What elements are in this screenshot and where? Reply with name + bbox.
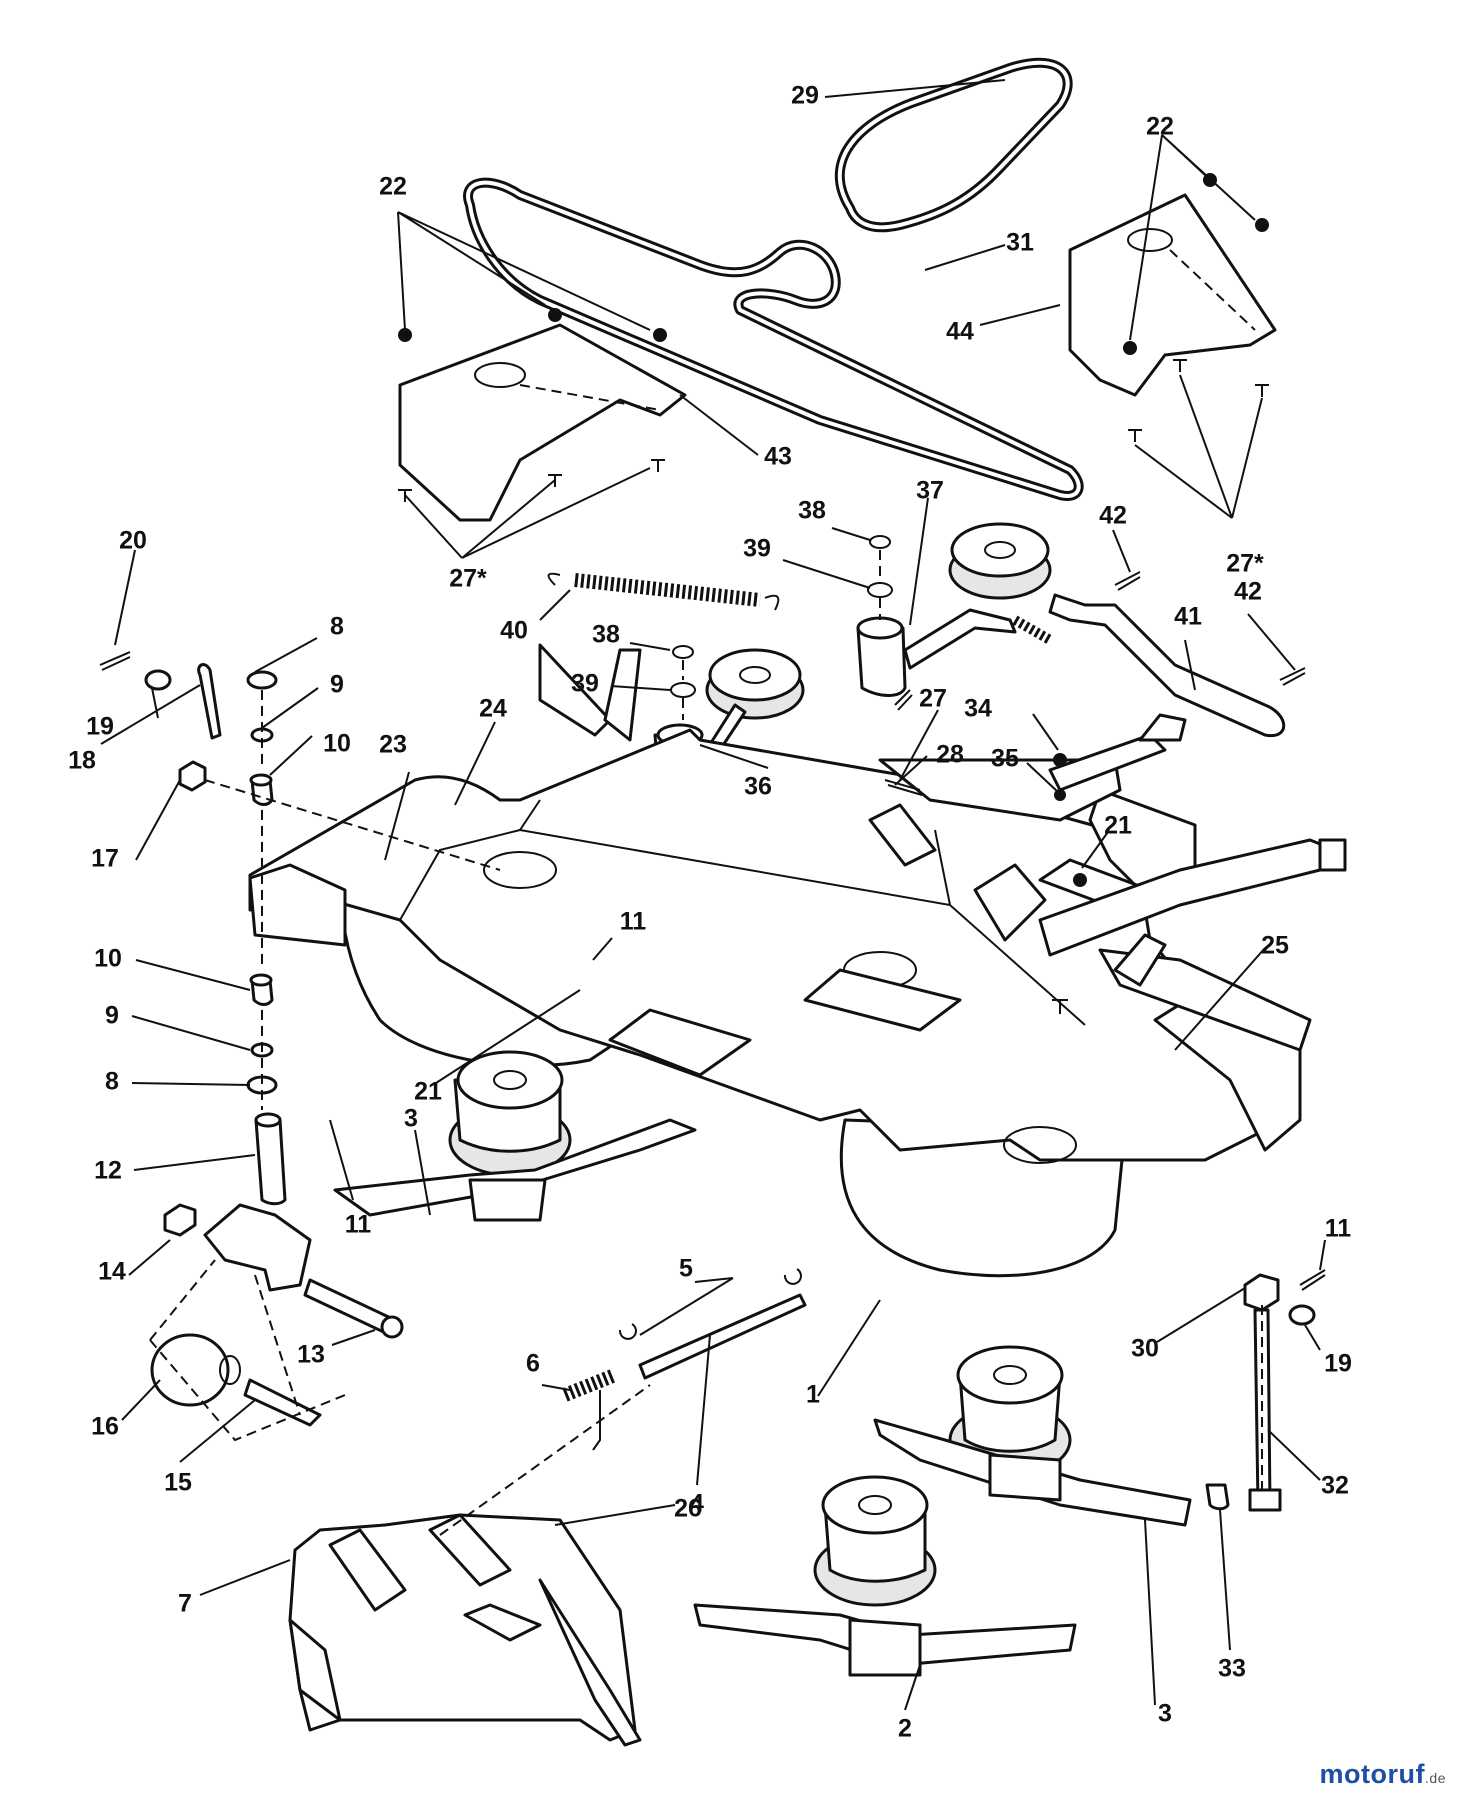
belt-guard-left-43 [398, 323, 687, 522]
callout-11-upper: 11 [620, 908, 647, 936]
callout-23: 23 [379, 731, 407, 759]
callout-19-right: 19 [1324, 1350, 1352, 1378]
spring-40 [547, 572, 780, 611]
rod-4 [638, 1293, 807, 1380]
callout-5: 5 [679, 1255, 693, 1283]
callout-38-lower: 38 [592, 621, 620, 649]
callout-42-right: 42 [1234, 578, 1262, 606]
callout-22-right: 22 [1146, 113, 1174, 141]
callout-27-middle: 27 [919, 685, 947, 713]
spindle-2 [693, 1475, 1077, 1677]
callout-22-left: 22 [379, 173, 407, 201]
callout-1: 1 [806, 1381, 820, 1409]
callout-3-right: 3 [1158, 1700, 1172, 1728]
callout-29: 29 [791, 82, 819, 110]
callout-16: 16 [91, 1413, 119, 1441]
spindle-3-left [333, 1050, 697, 1222]
callout-8-upper: 8 [330, 613, 344, 641]
callout-39-upper: 39 [743, 535, 771, 563]
chute-dash-line [439, 1384, 651, 1536]
watermark-tld: .de [1425, 1770, 1446, 1786]
callout-32: 32 [1321, 1472, 1349, 1500]
belt-guard-right-44 [1068, 193, 1277, 397]
callout-37: 37 [916, 477, 944, 505]
callout-25: 25 [1261, 932, 1289, 960]
callout-27-left: 27* [449, 565, 487, 593]
idler-pulley-37 [856, 522, 1053, 697]
callout-39-lower: 39 [571, 670, 599, 698]
watermark-logo: motoruf.de [1320, 1759, 1446, 1790]
watermark-brand: motoruf [1319, 1759, 1426, 1789]
pins-42 [1114, 571, 1306, 686]
belt-29 [834, 57, 1073, 233]
callout-13: 13 [297, 1341, 325, 1369]
callout-27-right: 27* [1226, 550, 1264, 578]
callout-6: 6 [526, 1350, 540, 1378]
mower-deck-housing-1 [248, 643, 1312, 1278]
callout-35: 35 [991, 745, 1019, 773]
callout-21-right: 21 [1104, 812, 1132, 840]
callout-28: 28 [936, 741, 964, 769]
callout-40: 40 [500, 617, 528, 645]
left-pivot-hardware [99, 651, 501, 1110]
callout-17: 17 [91, 845, 119, 873]
callout-15: 15 [164, 1469, 192, 1497]
callout-labels: 29 22 22 31 44 43 27* 27* 38 39 37 42 42… [68, 82, 1352, 1743]
screws-27 [398, 359, 1269, 502]
belt-31 [463, 177, 1084, 501]
callout-41: 41 [1174, 603, 1202, 631]
callout-42-left: 42 [1099, 502, 1127, 530]
callout-4: 4 [690, 1490, 704, 1518]
callout-24: 24 [479, 695, 507, 723]
leader-lines [100, 79, 1326, 1711]
callout-10-lower: 10 [94, 945, 122, 973]
spring-6 [562, 1368, 618, 1451]
right-hardware [884, 689, 1326, 1512]
callout-3-left: 3 [404, 1105, 418, 1133]
callout-9-upper: 9 [330, 671, 344, 699]
callout-33: 33 [1218, 1655, 1246, 1683]
discharge-chute-7 [288, 1513, 642, 1747]
callout-8-lower: 8 [105, 1068, 119, 1096]
clips-5 [618, 1268, 802, 1340]
callout-43: 43 [764, 443, 792, 471]
callout-14: 14 [98, 1258, 126, 1286]
callout-26: 26 [674, 1495, 702, 1523]
callout-11-right: 11 [1325, 1215, 1352, 1243]
spindle-3-right [873, 1345, 1192, 1527]
washers-38-39 [670, 535, 893, 720]
callout-21-left: 21 [414, 1078, 442, 1106]
callout-36: 36 [744, 773, 772, 801]
gauge-wheel-assembly [149, 1112, 404, 1442]
callout-2: 2 [898, 1715, 912, 1743]
lift-arms [1038, 713, 1347, 957]
callout-34: 34 [964, 695, 992, 723]
callout-18: 18 [68, 747, 96, 775]
callout-20: 20 [119, 527, 147, 555]
callout-19-left: 19 [86, 713, 114, 741]
callout-10-upper: 10 [323, 730, 351, 758]
rod-41 [1048, 593, 1286, 738]
callout-7: 7 [178, 1590, 192, 1618]
callout-30: 30 [1131, 1335, 1159, 1363]
callout-31: 31 [1006, 229, 1034, 257]
callout-44: 44 [946, 318, 974, 346]
callout-9-lower: 9 [105, 1002, 119, 1030]
callout-11-left: 11 [345, 1211, 372, 1239]
callout-38-upper: 38 [798, 497, 826, 525]
callout-12: 12 [94, 1157, 122, 1185]
